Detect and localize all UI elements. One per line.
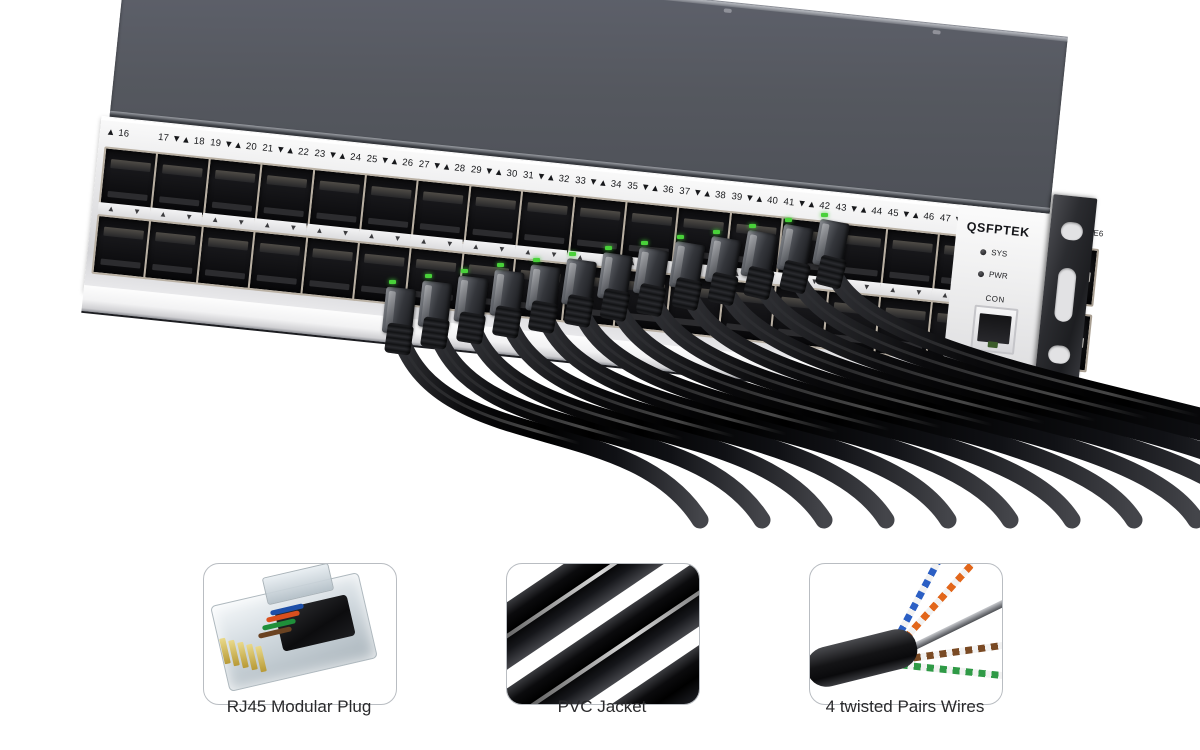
sfp-port-label: 23 ▼▲ 24: [313, 147, 362, 164]
sys-led-row: SYS: [980, 247, 1008, 259]
sfp-port-label: 19 ▼▲ 20: [209, 137, 258, 153]
cage-indicator-up: ▲: [471, 241, 481, 252]
pwr-led-label: PWR: [988, 269, 1009, 281]
cage-indicator-down: ▼: [549, 249, 559, 260]
caption-pvc-jacket: PVC Jacket: [557, 697, 647, 716]
caption-4-twisted-pairs-wires: 4 twisted Pairs Wires: [825, 697, 985, 716]
sfp-port-label: 41 ▼▲ 42: [782, 196, 831, 213]
cage-indicator-up: ▲: [263, 220, 272, 230]
sfp-port-label: 45 ▼▲ 46: [887, 207, 935, 223]
cage-indicator-down: ▼: [184, 211, 194, 222]
cable-strain-relief-boot: [384, 322, 414, 356]
console-rj45-port: [970, 304, 1019, 355]
console-port-label: CON: [985, 293, 1006, 305]
port-link-led: [425, 274, 432, 279]
cable-strain-relief-boot: [419, 316, 451, 351]
cage-indicator-up: ▲: [315, 225, 324, 236]
cage-indicator-down: ▼: [862, 282, 872, 292]
rack-ear-slot: [1060, 221, 1084, 242]
sys-led-label: SYS: [990, 248, 1008, 259]
caption-rj45-modular-plug: RJ45 Modular Plug: [226, 697, 372, 716]
sfp-port-label: 43 ▼▲ 44: [835, 201, 883, 218]
port-link-led: [785, 218, 792, 223]
port-link-led: [389, 280, 396, 284]
cage-indicator-up: ▲: [419, 236, 429, 247]
thumb-4-twisted-pairs-wires: [809, 563, 1003, 705]
cage-indicator-up: ▲: [158, 209, 168, 220]
port-link-led: [605, 246, 612, 251]
sfp-port-label: 29 ▼▲ 30: [470, 164, 518, 180]
feature-thumbnail-row: RJ45 Modular Plug PVC Jacket 4 twisted P…: [0, 545, 1200, 750]
port-link-led: [533, 257, 540, 262]
cage-indicator-down: ▼: [393, 233, 402, 244]
sfp-port-label: 31 ▼▲ 32: [522, 169, 571, 186]
sfp-port-label: 35 ▼▲ 36: [626, 180, 675, 197]
cage-indicator-up: ▲: [367, 230, 377, 241]
port-link-led: [497, 263, 504, 268]
cage-indicator-up: ▲: [888, 284, 898, 295]
port-link-led: [749, 224, 756, 228]
cage-indicator-down: ▼: [132, 206, 142, 217]
lid-screw: [932, 29, 941, 35]
cable-strain-relief-boot: [455, 310, 487, 345]
sfp-port-label: ▲ 16: [105, 126, 130, 140]
port-link-led: [677, 235, 684, 240]
pwr-led-indicator: [977, 270, 985, 277]
rack-ear-slot: [1053, 267, 1078, 323]
cage-indicator-down: ▼: [497, 244, 507, 255]
sfp-port-label: 17 ▼▲ 18: [157, 131, 206, 148]
port-link-led: [461, 268, 468, 273]
pwr-led-row: PWR: [977, 269, 1009, 281]
port-link-led: [641, 240, 648, 245]
port-link-led: [569, 252, 576, 256]
lid-screw: [723, 8, 732, 14]
sys-led-indicator: [980, 248, 987, 255]
pvc-jacket-cables: [507, 564, 699, 704]
cage-indicator-up: ▲: [106, 203, 116, 214]
cage-indicator-down: ▼: [914, 287, 924, 298]
cage-indicator-down: ▼: [445, 238, 455, 249]
thumb-rj45-modular-plug: [203, 563, 397, 705]
cage-indicator-down: ▼: [341, 228, 350, 238]
sfp-port-label: 21 ▼▲ 22: [261, 142, 310, 159]
cage-indicator-up: ▲: [210, 214, 220, 225]
cage-indicator-up: ▲: [940, 290, 950, 300]
cable-strain-relief-boot: [563, 293, 595, 329]
brand-logo: QSFPTEK: [966, 219, 1031, 240]
cable-strain-relief-boot: [527, 299, 559, 334]
thumb-pvc-jacket: [506, 563, 700, 705]
cage-indicator-up: ▲: [523, 247, 533, 257]
sfp-port-label: 39 ▼▲ 40: [730, 191, 779, 207]
sfp-port-label: 27 ▼▲ 28: [418, 158, 466, 175]
cable-strain-relief-boot: [491, 305, 523, 340]
sfp-port-label: 25 ▼▲ 26: [366, 153, 414, 170]
cage-indicator-down: ▼: [288, 222, 298, 233]
cage-indicator-down: ▼: [236, 217, 246, 228]
port-link-led: [713, 229, 720, 234]
rack-ear-slot: [1047, 344, 1072, 365]
sfp-port-label: 37 ▼▲ 38: [678, 185, 727, 202]
port-link-led: [821, 212, 828, 217]
sfp-port-label: 33 ▼▲ 34: [574, 174, 623, 191]
